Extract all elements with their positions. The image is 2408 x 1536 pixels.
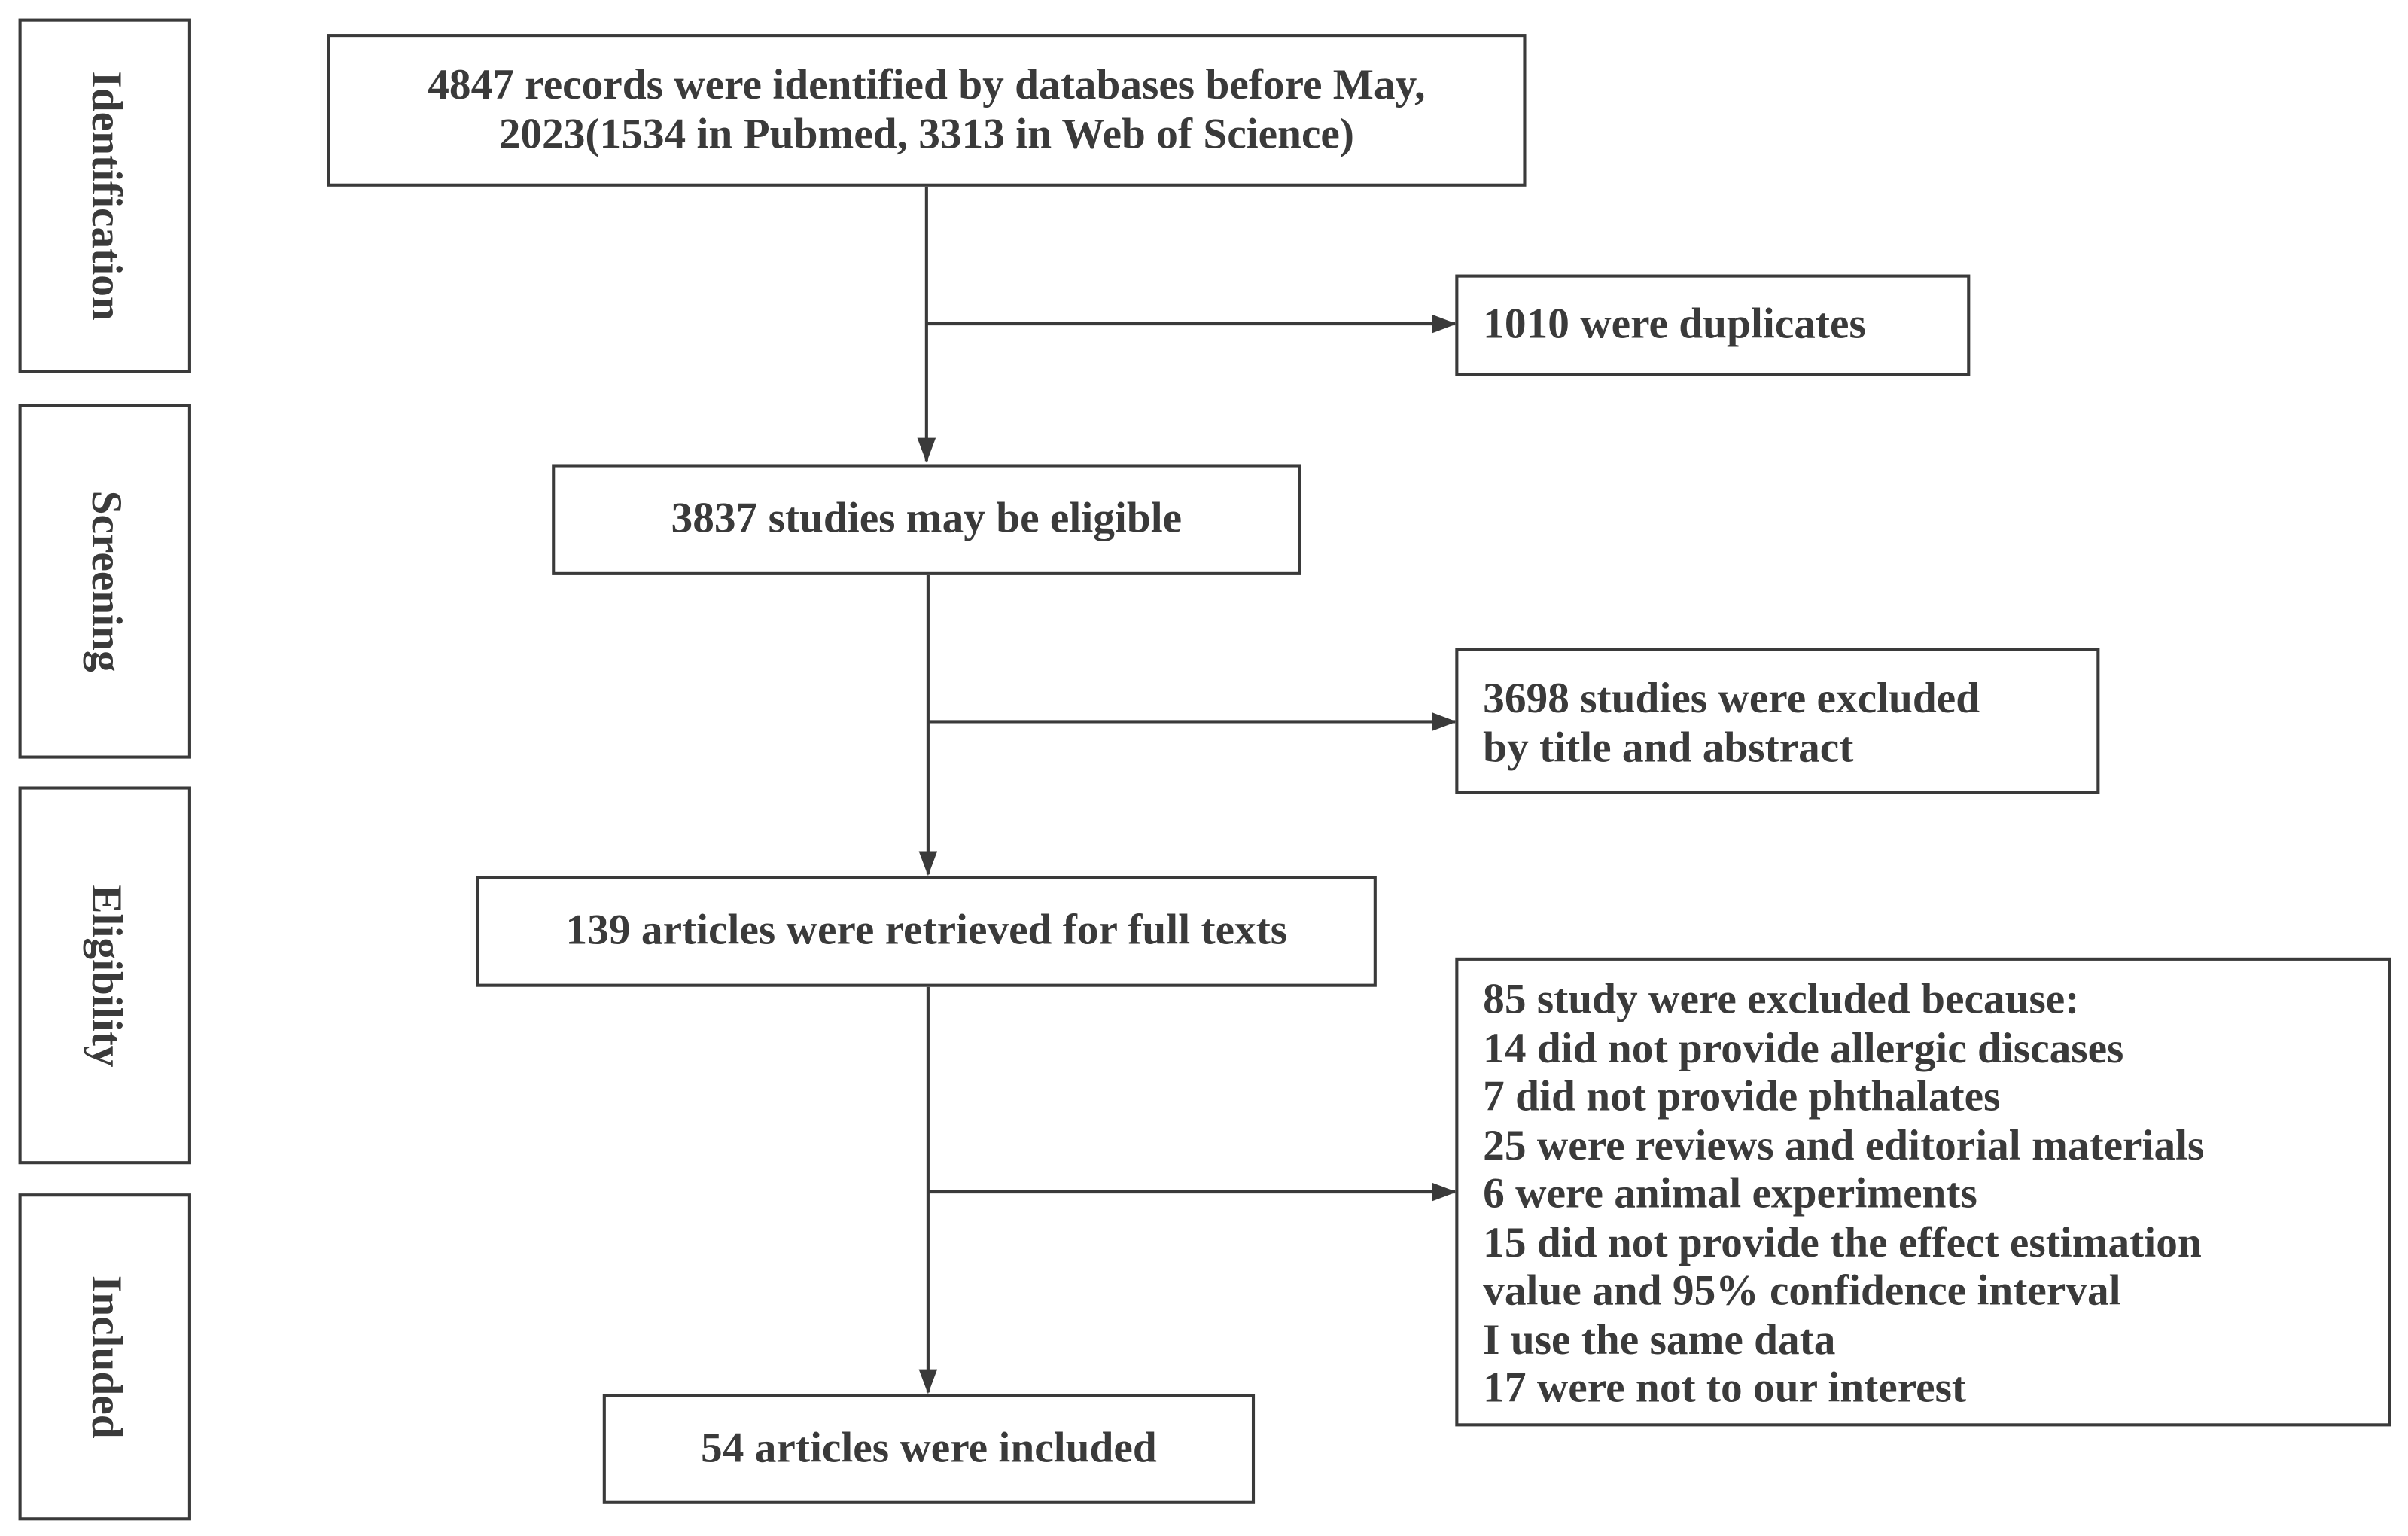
duplicates-box: 1010 were duplicates [1455, 274, 1971, 376]
excluded-reason: 7 did not provide phthalates [1483, 1073, 2001, 1121]
excluded-reason: 25 were reviews and editorial materials [1483, 1121, 2205, 1170]
identified-records-line-2: 2023(1534 in Pubmed, 3313 in Web of Scie… [498, 110, 1355, 158]
excluded-reason: I use the same data [1483, 1315, 1836, 1364]
excluded-reason: 6 were animal experiments [1483, 1170, 1977, 1218]
stage-included: Included [18, 1193, 191, 1521]
excluded-reason-heading: 85 study were excluded because: [1483, 976, 2080, 1024]
stage-eligibility: Eligibility [18, 786, 191, 1165]
eligible-studies-text: 3837 studies may be eligible [671, 495, 1183, 544]
stage-screening: Screening [18, 404, 191, 759]
identified-records-line-1: 4847 records were identified by database… [428, 61, 1426, 110]
full-text-box: 139 articles were retrieved for full tex… [476, 876, 1377, 987]
identified-records-box: 4847 records were identified by database… [327, 34, 1527, 187]
full-text-text: 139 articles were retrieved for full tex… [565, 907, 1288, 955]
excluded-reason: value and 95% confidence interval [1483, 1267, 2121, 1315]
stage-identification: Identification [18, 18, 191, 373]
excluded-reason: 17 were not to our interest [1483, 1364, 1967, 1413]
title-abstract-excluded-line-1: 3698 studies were excluded [1483, 675, 1980, 724]
included-articles-text: 54 articles were included [701, 1424, 1157, 1473]
eligible-studies-box: 3837 studies may be eligible [552, 464, 1301, 575]
excluded-reason: 15 did not provide the effect estimation [1483, 1218, 2202, 1267]
included-articles-box: 54 articles were included [602, 1394, 1256, 1504]
title-abstract-excluded-box: 3698 studies were excluded by title and … [1455, 648, 2100, 794]
excluded-reason: 14 did not provide allergic discases [1483, 1024, 2124, 1073]
duplicates-text: 1010 were duplicates [1483, 300, 1866, 349]
title-abstract-excluded-line-2: by title and abstract [1483, 724, 1854, 773]
full-text-excluded-box: 85 study were excluded because: 14 did n… [1455, 957, 2391, 1427]
